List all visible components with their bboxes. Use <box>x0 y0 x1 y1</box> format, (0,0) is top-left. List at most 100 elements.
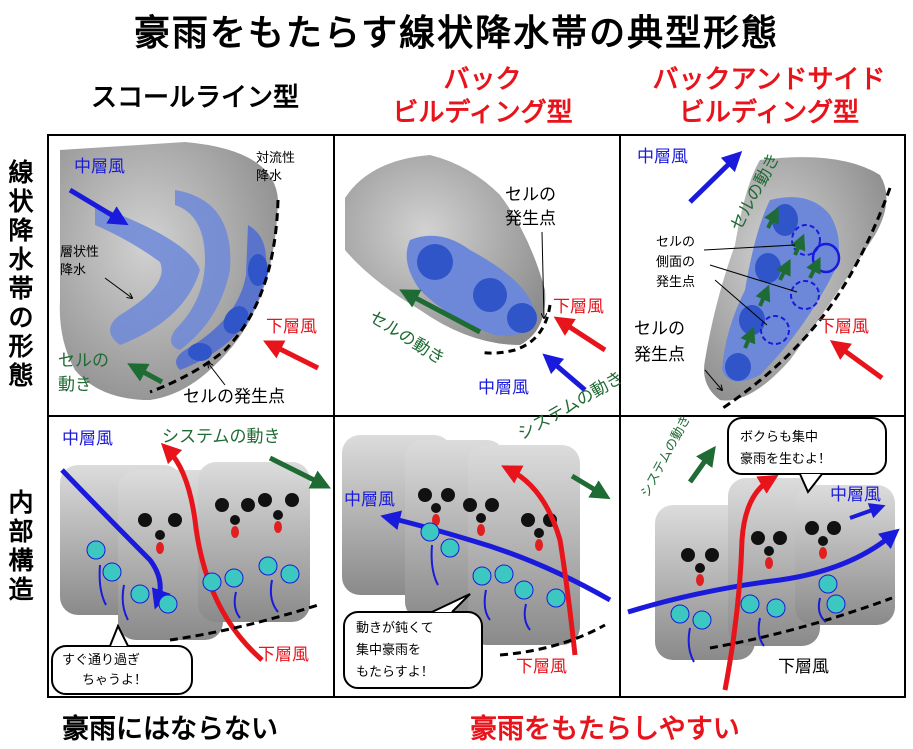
column-header-back-building: バック ビルディング型 <box>340 64 625 130</box>
panel-inner-squall: 中層風 システムの動き すぐ通り過ぎ ちゃうよ！ 下層風 <box>51 427 331 695</box>
inner2-bubble-line2: 集中豪雨を <box>356 642 421 658</box>
squall-cell-motion-label-2: 動き <box>58 375 92 395</box>
squall-gust-front <box>149 199 280 394</box>
squall-stratiform-band-outer <box>171 190 231 350</box>
inner2-raindrop <box>420 522 566 608</box>
squall-cell <box>248 254 268 286</box>
panel-back-form: セルの 発生点 下層風 セルの動き 中層風 <box>345 155 607 398</box>
inner2-low-wind-label: 下層風 <box>516 657 567 677</box>
squall-stratiform-band <box>95 205 200 345</box>
squall-mid-wind-arrow <box>68 187 129 226</box>
inner2-face <box>418 488 557 538</box>
backside-cell-arrow <box>806 256 821 279</box>
backside-mid-wind-label: 中層風 <box>637 147 688 167</box>
squall-low-wind-label: 下層風 <box>266 317 317 337</box>
column-header-back-and-side: バックアンドサイド ビルディング型 <box>625 64 913 130</box>
backside-new-cell <box>790 280 820 310</box>
inner3-bubble-line1: ボクらも集中 <box>740 429 818 445</box>
page-title: 豪雨をもたらす線状降水帯の典型形態 <box>133 13 780 54</box>
inner2-mid-wind-label: 中層風 <box>344 490 395 510</box>
backside-cell <box>755 253 781 283</box>
inner2-mid-wind-arrow <box>380 510 612 603</box>
backside-new-cell <box>791 224 821 256</box>
back-cell-motion-arrow <box>399 289 482 335</box>
backside-side-pointer <box>703 244 796 251</box>
inner2-tongue <box>432 514 543 551</box>
squall-origin-label: セルの発生点 <box>183 387 285 407</box>
inner2-updraft-arrow <box>501 465 578 656</box>
inner3-face <box>681 521 841 573</box>
inner3-system-motion-label: システムの動き <box>638 413 694 500</box>
inner1-speech-tail <box>109 623 129 647</box>
inner1-system-motion-label: システムの動き <box>162 427 281 447</box>
inner2-bubble-line1: 動きが鈍くて <box>356 621 434 636</box>
inner1-mid-wind-label: 中層風 <box>62 429 113 449</box>
inner2-system-motion-arrow <box>570 473 611 500</box>
backside-cell-arrow <box>764 206 779 229</box>
inner2-downdraft <box>430 544 531 631</box>
bottom-label-no-heavy-rain: 豪雨にはならない <box>62 714 278 745</box>
backside-low-wind-arrow <box>829 340 884 381</box>
squall-stratiform-pointer <box>104 277 132 298</box>
squall-convective-label-2: 降水 <box>256 169 282 184</box>
backside-low-wind-label: 下層風 <box>818 317 869 337</box>
backside-side-pointer <box>714 279 768 326</box>
column-header-backside-line2: ビルディング型 <box>678 98 860 128</box>
inner2-gust-front <box>499 623 606 657</box>
squall-cell <box>188 343 212 361</box>
inner1-bubble-line1: すぐ通り過ぎ <box>62 653 140 668</box>
inner1-face <box>138 493 299 540</box>
back-mid-wind-label: 中層風 <box>478 378 529 398</box>
backside-origin-label-1: セルの <box>634 319 685 339</box>
squall-cell-motion-label-1: セルの <box>58 351 109 371</box>
inner3-mid-wind-label: 中層風 <box>830 485 881 505</box>
inner3-speech-tail <box>799 473 823 494</box>
back-origin-pointer <box>542 231 544 318</box>
backside-side-origin-label-1: セルの <box>656 235 695 250</box>
squall-cell-motion-arrow <box>127 363 164 385</box>
backside-gust-front <box>719 187 892 412</box>
backside-origin-pointer <box>704 369 722 390</box>
bottom-label-heavy-rain: 豪雨をもたらしやすい <box>470 714 740 745</box>
inner3-low-wind-label: 下層風 <box>778 657 829 677</box>
backside-side-origin-label-3: 発生点 <box>656 275 695 290</box>
inner1-raindrop <box>86 540 300 614</box>
back-cell <box>417 244 453 280</box>
back-cell <box>473 278 507 312</box>
inner2-speech-bubble <box>343 611 483 689</box>
inner3-system-motion-arrow <box>687 445 716 484</box>
inner3-downdraft <box>687 597 827 663</box>
inner1-mid-wind-arrow <box>60 468 171 610</box>
inner1-gust-front <box>169 603 319 642</box>
inner3-mid-wind-arrow-short <box>849 503 886 520</box>
back-gust-front <box>479 304 552 355</box>
panel-inner-backside: 中層風 システムの動き ボクらも集中 豪雨を生むよ！ 下層風 <box>627 413 900 691</box>
column-header-back-line1: バック <box>443 65 522 95</box>
squall-convective-band <box>176 225 267 370</box>
panel-backside-form: 中層風 セルの動き セルの 側面の 発生点 下層風 セルの 発生点 <box>634 147 892 412</box>
inner3-updraft-arrow <box>722 474 779 691</box>
backside-cell-arrows <box>740 206 821 349</box>
squall-mid-wind-label: 中層風 <box>74 157 125 177</box>
backside-cell <box>725 353 751 381</box>
back-origin-label-2: 発生点 <box>505 209 556 229</box>
inner2-bubble-line3: もたらすよ！ <box>356 665 434 680</box>
inner1-system-motion-arrow <box>268 455 331 489</box>
column-header-squall: スコールライン型 <box>90 83 299 113</box>
back-low-wind-label: 下層風 <box>553 297 604 317</box>
squall-low-wind-arrow <box>263 340 320 371</box>
backside-side-origin-label-2: 側面の <box>656 255 695 270</box>
backside-cell-arrow <box>776 258 791 281</box>
inner3-raindrop <box>670 574 846 630</box>
backside-origin-label-2: 発生点 <box>634 345 685 365</box>
inner3-gust-front <box>709 596 893 650</box>
panel-inner-back: 中層風 システムの動き 動きが鈍くて 集中豪雨を もたらすよ！ 下層風 <box>342 368 627 689</box>
inner3-bubble-line2: 豪雨を生むよ！ <box>740 451 831 467</box>
inner1-downdraft <box>98 564 279 621</box>
back-mid-wind-arrow <box>542 353 587 392</box>
row-header-internal: 内部構造 <box>8 488 34 604</box>
column-header-back-line2: ビルディング型 <box>392 98 573 128</box>
backside-cell-arrow <box>740 326 756 349</box>
squall-origin-pointer <box>208 363 226 386</box>
